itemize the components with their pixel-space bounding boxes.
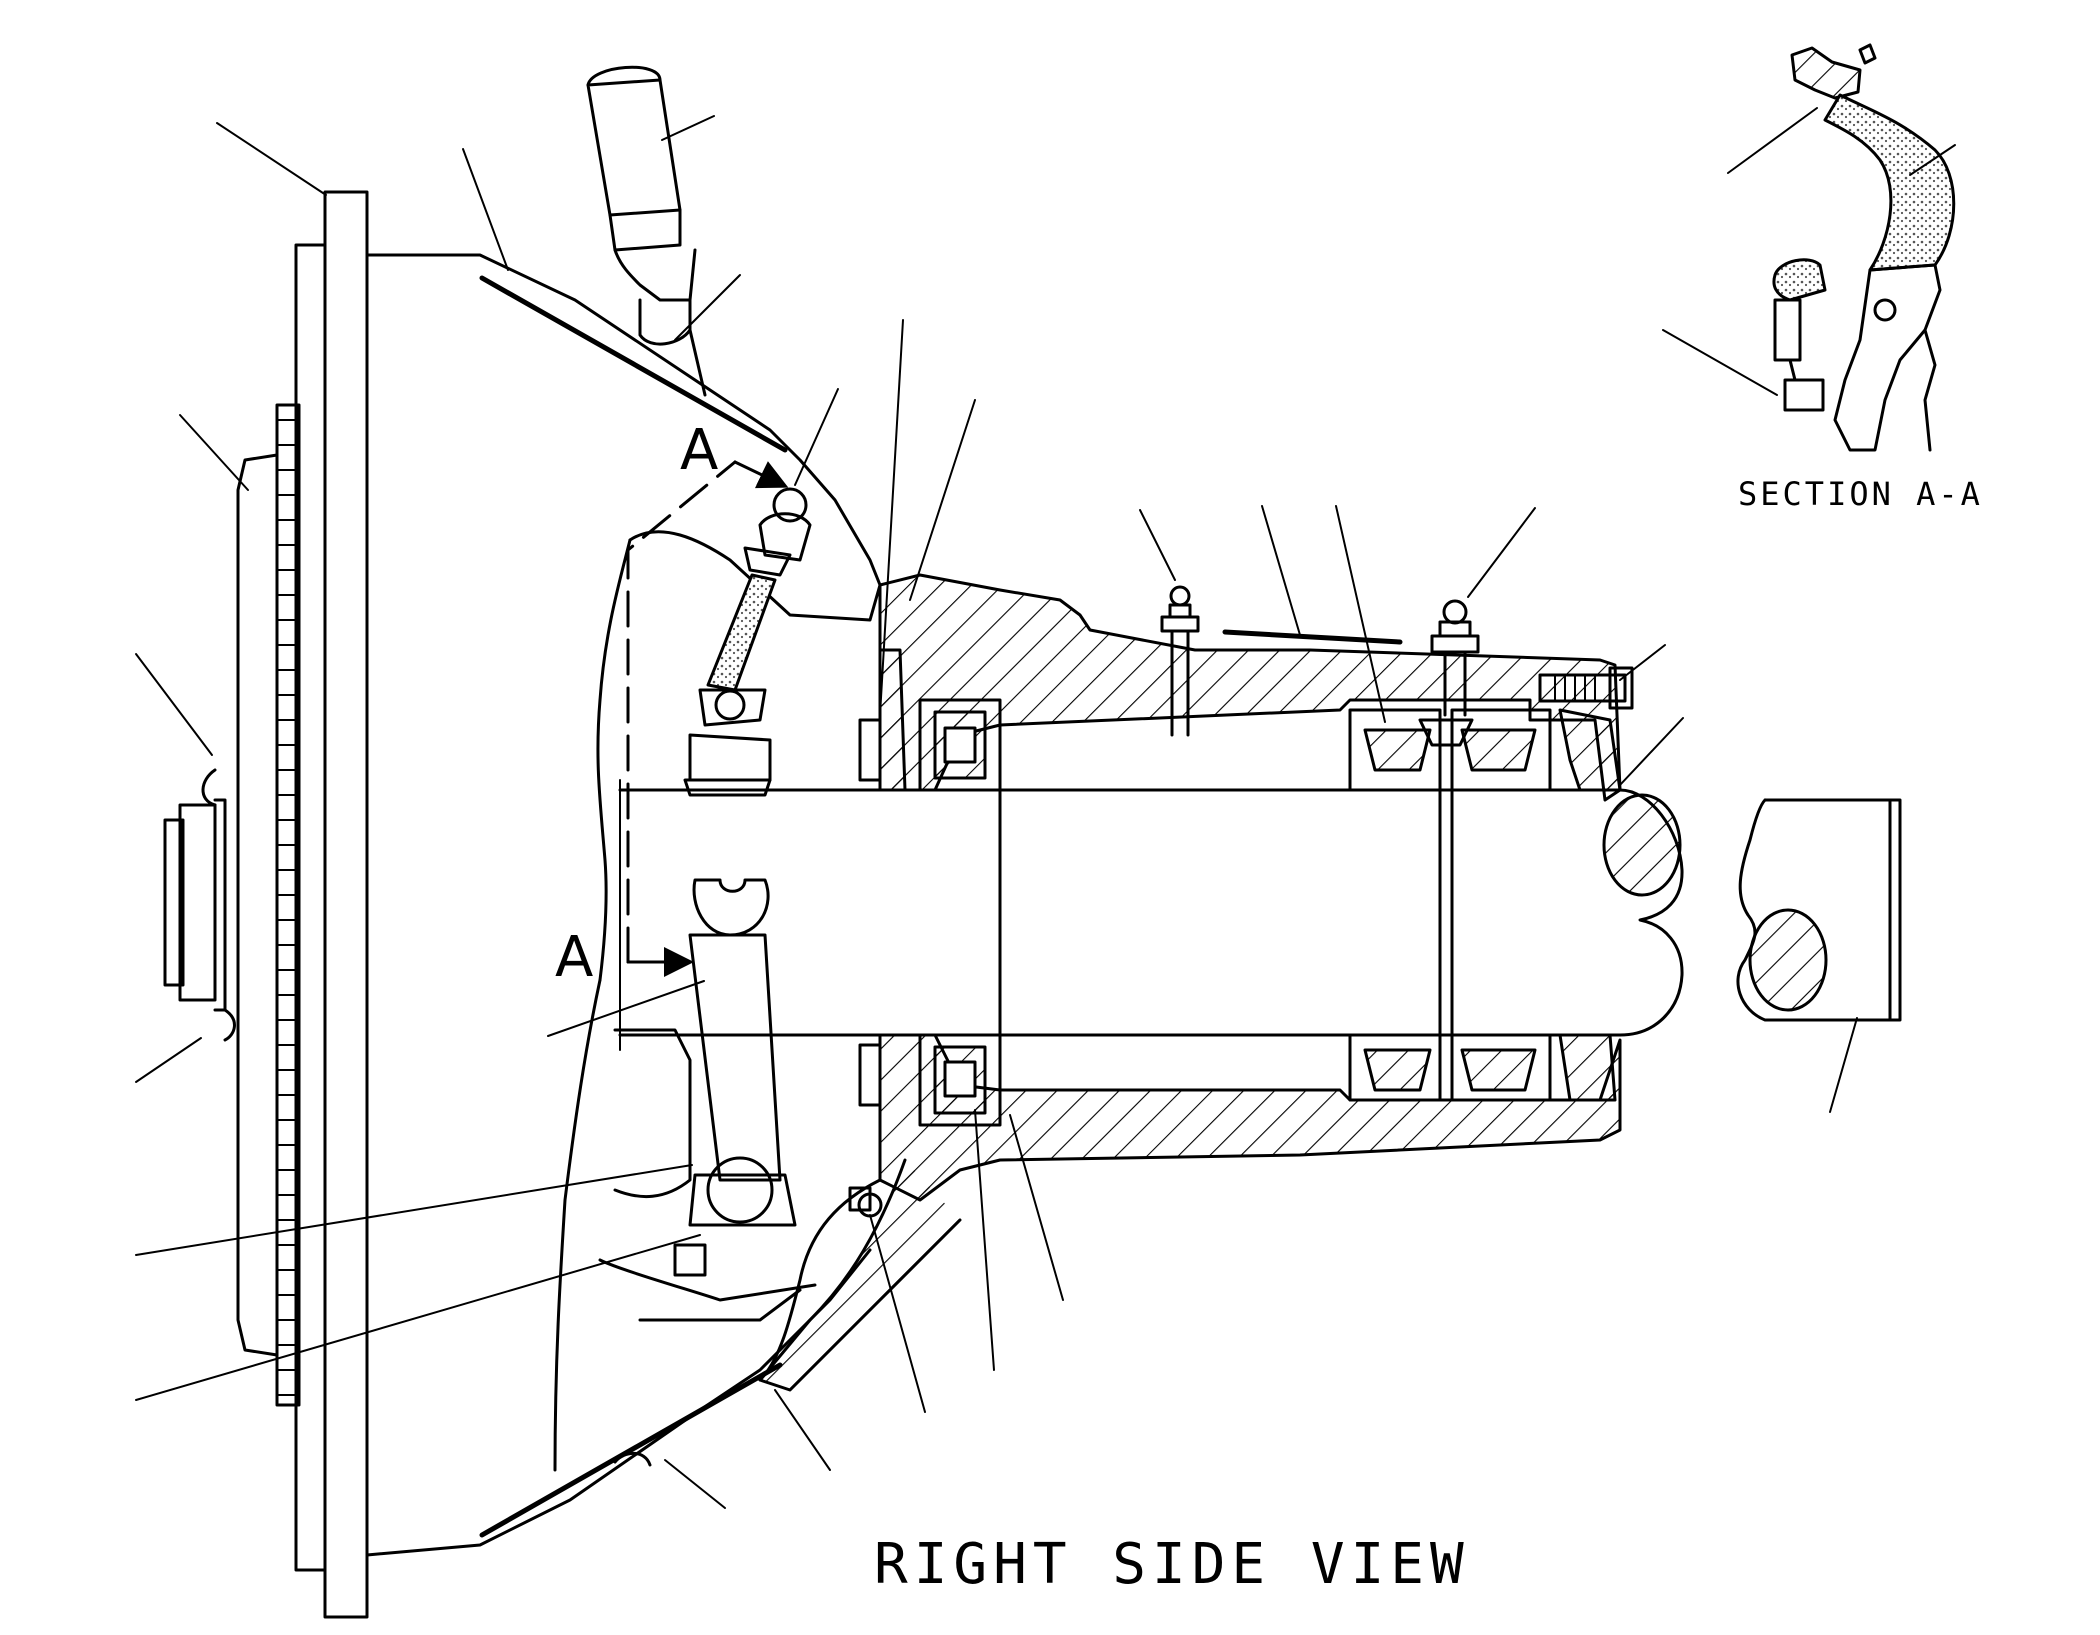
section-a-a-detail bbox=[1774, 45, 1954, 450]
leader-lines bbox=[136, 108, 1955, 1508]
right-side-view-caption: RIGHT SIDE VIEW bbox=[874, 1532, 1470, 1597]
section-marker-bottom-label: A bbox=[555, 925, 594, 990]
section-cut-arrows bbox=[628, 462, 789, 977]
tapered-bearing-lower bbox=[1350, 1035, 1550, 1100]
upper-linkage bbox=[685, 489, 810, 795]
release-collar bbox=[600, 1030, 815, 1320]
gear-teeth bbox=[277, 420, 299, 1395]
front-bearing-upper bbox=[860, 700, 1000, 790]
tapered-bearing-upper bbox=[1350, 710, 1550, 790]
housing-cover-strip-bottom bbox=[482, 1365, 780, 1535]
seal-retainer bbox=[1560, 710, 1620, 1100]
grease-fitting-left bbox=[1162, 587, 1198, 735]
section-cut-line bbox=[628, 462, 735, 962]
cap-screw bbox=[1540, 668, 1632, 708]
section-marker-top-label: A bbox=[680, 418, 719, 483]
shift-lever-handle bbox=[588, 67, 705, 395]
mounting-flange bbox=[165, 192, 367, 1617]
shaft-end-break bbox=[1570, 790, 1900, 1035]
nameplate-strip bbox=[1225, 632, 1400, 642]
housing-cover-strip-top bbox=[482, 278, 785, 450]
front-bearing-lower bbox=[860, 1035, 1000, 1125]
release-fork-lever bbox=[675, 880, 881, 1275]
grease-fitting-right bbox=[1432, 601, 1478, 715]
section-a-a-caption: SECTION A-A bbox=[1738, 475, 1983, 513]
